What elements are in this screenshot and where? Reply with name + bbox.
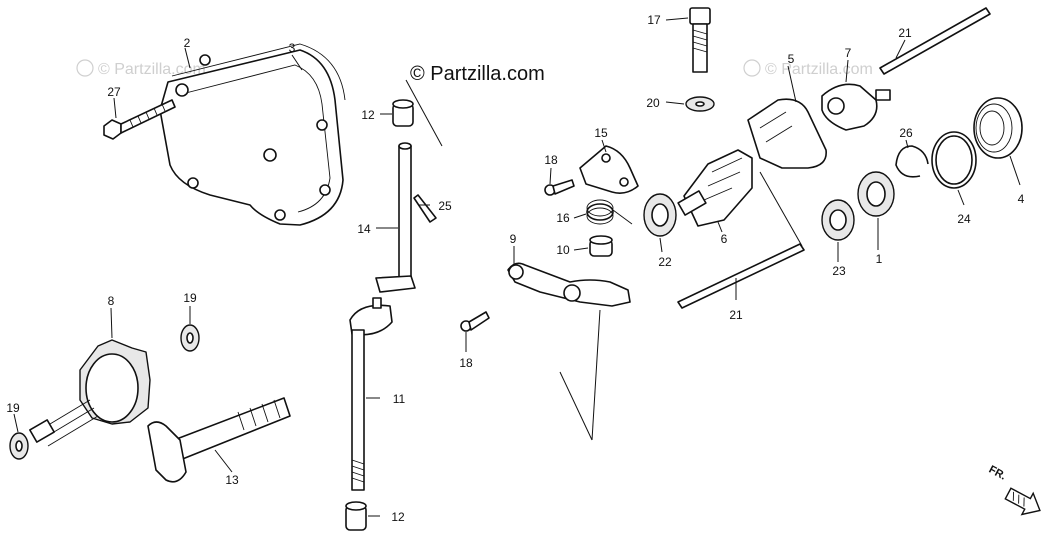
part-13-kick-shaft[interactable] bbox=[147, 397, 291, 483]
callout-22: 22 bbox=[658, 255, 672, 269]
part-23-bearing[interactable] bbox=[821, 199, 855, 241]
part-9-stopper-arm[interactable] bbox=[507, 262, 631, 307]
part-10-collar[interactable] bbox=[589, 235, 613, 257]
part-27-bolt[interactable] bbox=[103, 99, 176, 140]
callout-16: 16 bbox=[556, 211, 570, 225]
callout-26: 26 bbox=[899, 126, 913, 140]
callout-20: 20 bbox=[646, 96, 660, 110]
part-5-shift-fork[interactable] bbox=[747, 98, 827, 169]
callout-9: 9 bbox=[510, 232, 517, 246]
part-12-collar-top[interactable] bbox=[392, 99, 414, 127]
callout-1: 1 bbox=[876, 252, 883, 266]
part-19-washer-bottom[interactable] bbox=[9, 432, 29, 460]
part-16-spring[interactable] bbox=[586, 199, 633, 225]
part-21-shaft-bottom[interactable] bbox=[677, 243, 805, 309]
part-7-shift-fork[interactable] bbox=[821, 83, 891, 131]
watermark-text: © Partzilla.com bbox=[98, 61, 206, 78]
part-1-bearing[interactable] bbox=[857, 171, 895, 217]
part-3-cover[interactable] bbox=[159, 49, 344, 226]
part-17-bolt[interactable] bbox=[689, 7, 711, 73]
callout-4: 4 bbox=[1018, 192, 1025, 206]
callout-3: 3 bbox=[289, 41, 296, 55]
part-2-gasket[interactable] bbox=[171, 43, 346, 101]
callout-12-bottom: 12 bbox=[391, 510, 405, 524]
front-label: FR. bbox=[987, 464, 1008, 483]
callout-19-top: 19 bbox=[183, 291, 197, 305]
callout-12-top: 12 bbox=[361, 108, 375, 122]
callout-21-bottom: 21 bbox=[729, 308, 743, 322]
part-21-shaft-top[interactable] bbox=[879, 7, 991, 75]
callout-10: 10 bbox=[556, 243, 570, 257]
callout-18-bottom: 18 bbox=[459, 356, 473, 370]
callout-6: 6 bbox=[721, 232, 728, 246]
callout-17: 17 bbox=[647, 13, 661, 27]
callout-15: 15 bbox=[594, 126, 608, 140]
part-15-stopper[interactable] bbox=[579, 145, 639, 194]
callout-5: 5 bbox=[788, 52, 795, 66]
part-18-bolt-bottom[interactable] bbox=[460, 311, 490, 332]
leader-lines bbox=[13, 17, 1021, 517]
part-26-circlip[interactable] bbox=[895, 145, 929, 178]
callout-19-bottom: 19 bbox=[6, 401, 20, 415]
site-credit: © Partzilla.com bbox=[410, 63, 545, 85]
callout-27: 27 bbox=[107, 85, 121, 99]
part-18-bolt-top[interactable] bbox=[544, 179, 575, 196]
callout-11: 11 bbox=[393, 392, 406, 406]
part-6-shift-drum[interactable] bbox=[677, 149, 753, 227]
callout-2: 2 bbox=[184, 36, 191, 50]
callout-14: 14 bbox=[357, 222, 371, 236]
callout-7: 7 bbox=[845, 46, 852, 60]
callout-24: 24 bbox=[957, 212, 971, 226]
part-24-o-ring[interactable] bbox=[931, 131, 977, 189]
part-20-washer[interactable] bbox=[685, 96, 715, 112]
watermark-text: © Partzilla.com bbox=[765, 61, 873, 78]
part-12-collar-bottom[interactable] bbox=[345, 501, 367, 531]
callout-21-top: 21 bbox=[898, 26, 912, 40]
part-22-bearing[interactable] bbox=[643, 193, 677, 237]
part-4-oil-seal[interactable] bbox=[973, 97, 1023, 159]
part-11-shaft[interactable] bbox=[349, 297, 393, 491]
watermark-left: © Partzilla.com bbox=[76, 59, 206, 78]
callout-8: 8 bbox=[108, 294, 115, 308]
callout-18-top: 18 bbox=[544, 153, 558, 167]
callout-25: 25 bbox=[438, 199, 452, 213]
part-19-washer-top[interactable] bbox=[180, 324, 200, 352]
callout-13: 13 bbox=[225, 473, 239, 487]
front-direction-indicator: FR. bbox=[987, 464, 1041, 516]
callout-labels: 2 3 27 17 20 12 14 25 11 12 15 18 16 10 … bbox=[6, 13, 1024, 524]
part-14-shaft[interactable] bbox=[375, 142, 416, 293]
callout-23: 23 bbox=[832, 264, 846, 278]
part-25-pin[interactable] bbox=[413, 194, 437, 223]
watermark-right: © Partzilla.com bbox=[743, 59, 873, 78]
part-8-spindle[interactable] bbox=[29, 339, 151, 447]
front-arrow-icon bbox=[1004, 487, 1041, 516]
